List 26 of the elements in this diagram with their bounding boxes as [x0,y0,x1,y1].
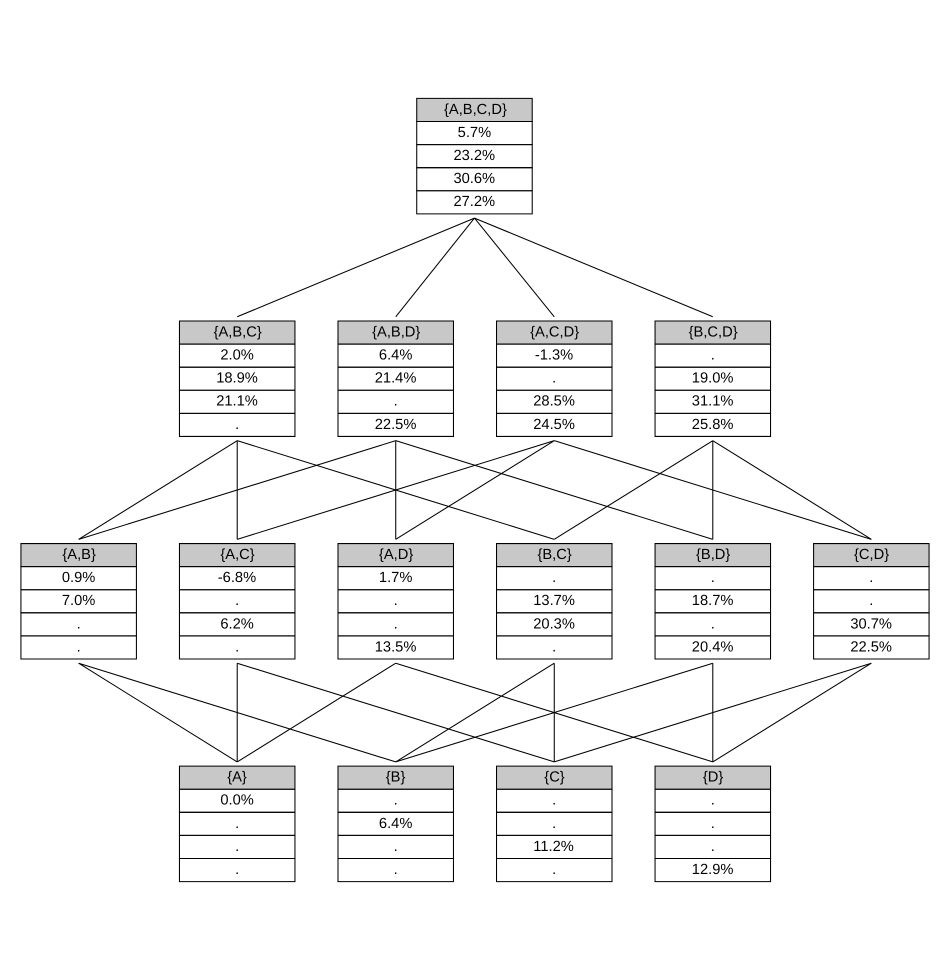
connector [712,440,872,540]
connector [554,440,714,540]
connector [474,217,555,317]
connector [395,440,555,540]
connector [396,440,713,540]
connector [395,217,475,317]
connector [554,662,872,762]
connector [712,662,714,762]
connector [554,662,555,762]
connector [78,440,238,540]
connector [237,440,554,540]
connector [236,440,238,539]
connector [712,662,872,762]
connector [78,662,238,762]
connector [236,662,396,762]
connector [554,440,872,540]
connector [237,662,554,762]
connector [78,662,396,762]
connector [474,217,713,317]
connector [396,662,713,762]
connector [395,662,555,762]
connector [78,440,396,540]
connector [237,217,475,317]
connector [712,440,714,539]
connector [395,440,396,539]
connector [236,662,238,762]
